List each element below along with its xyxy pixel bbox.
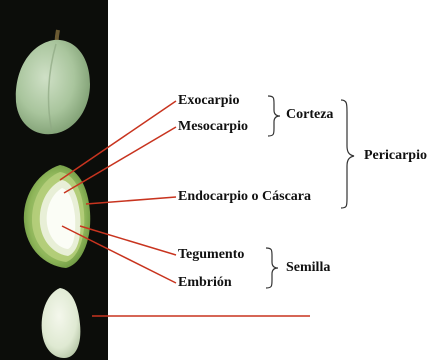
- semilla-brace: [266, 248, 278, 288]
- group-label-semilla: Semilla: [286, 260, 330, 276]
- label-exocarpio: Exocarpio: [178, 93, 239, 109]
- pericarpio-brace: [341, 100, 354, 208]
- almond-seed: [42, 288, 81, 358]
- label-mesocarpio: Mesocarpio: [178, 119, 248, 135]
- sectioned-almond: [24, 165, 90, 268]
- whole-almond-fruit: [16, 30, 90, 134]
- leader-endocarpio: [86, 197, 176, 204]
- label-tegumento: Tegumento: [178, 247, 244, 263]
- label-endocarpio: Endocarpio o Cáscara: [178, 189, 311, 205]
- leader-mesocarpio: [64, 127, 176, 193]
- corteza-brace: [268, 96, 280, 136]
- seed-body: [42, 288, 81, 358]
- group-label-corteza: Corteza: [286, 107, 333, 123]
- leader-tegumento: [80, 226, 176, 255]
- label-embrion: Embrión: [178, 275, 232, 291]
- group-label-pericarpio: Pericarpio: [364, 148, 427, 164]
